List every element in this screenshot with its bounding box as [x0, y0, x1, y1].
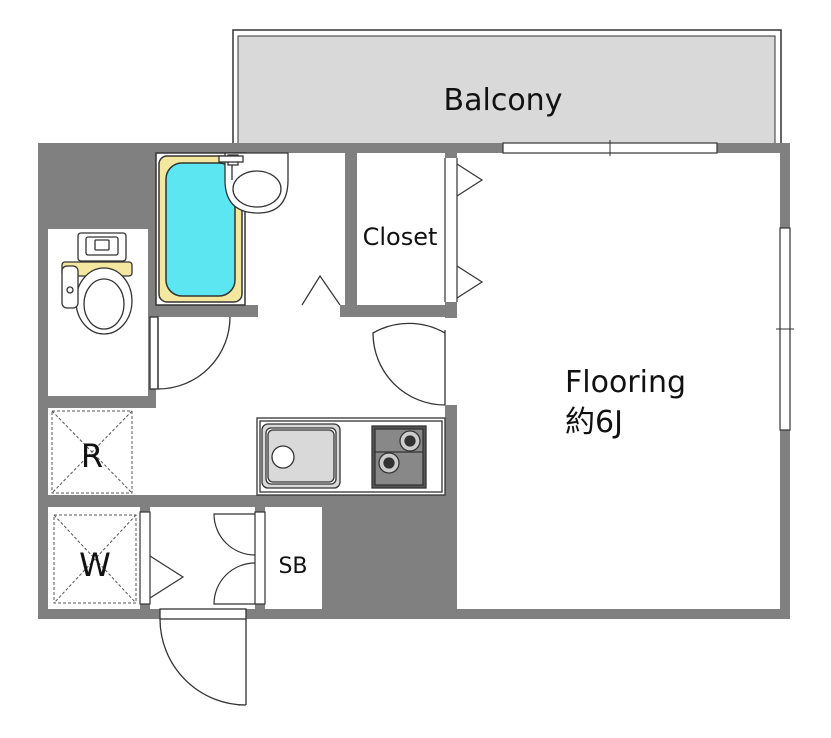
closet-door-markers: [444, 158, 484, 302]
washbasin-icon: [218, 152, 289, 214]
fridge-space: [51, 410, 133, 494]
balcony-label: Balcony: [444, 83, 563, 118]
entrance-floor: [150, 507, 255, 609]
balcony: [232, 29, 782, 151]
side-window: [776, 227, 794, 431]
balcony-floor: [237, 35, 776, 151]
washer-label: W: [79, 546, 111, 584]
flooring-label: Flooring: [565, 365, 686, 400]
bath-corridor-gap: [258, 305, 340, 317]
room-floors: [48, 153, 780, 619]
washer-space: [53, 514, 137, 604]
closet-label: Closet: [363, 223, 438, 251]
kitchen-counter: [256, 417, 446, 496]
closet-floor: [357, 153, 445, 305]
toilet-icon: [61, 232, 133, 335]
washer-floor: [48, 507, 140, 609]
main-room-floor: [457, 153, 780, 609]
flooring-size-label: 約6J: [565, 405, 623, 440]
washer-door-marker: [139, 511, 185, 605]
shoebox-doors: [213, 511, 266, 605]
toilet-door-swing: [149, 316, 231, 390]
main-room-door-swing: [372, 322, 457, 406]
stove-icon: [371, 425, 427, 489]
bath-door-marker: [301, 274, 341, 306]
shoebox-label: SB: [278, 554, 307, 579]
fridge-label: R: [81, 437, 103, 475]
sink-icon: [261, 423, 341, 489]
entrance-door-swing: [159, 608, 247, 706]
balcony-window: [502, 140, 718, 156]
shoebox-floor: [265, 507, 322, 609]
